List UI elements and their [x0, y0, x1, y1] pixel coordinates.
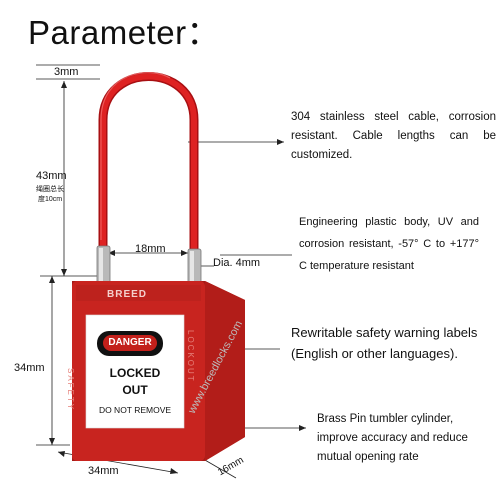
pin-diameter: Dia. 4mm	[213, 257, 261, 269]
shackle-spacing: 18mm	[135, 243, 166, 255]
shackle-note-line1: 绳圈总长	[36, 186, 64, 193]
locked-text: LOCKED	[109, 366, 161, 380]
shackle-height: 43mm	[36, 170, 67, 182]
danger-badge	[103, 335, 157, 351]
side-text-left: SAFETY	[66, 368, 75, 412]
cylinder-note: Brass Pin tumbler cylinder, improve accu…	[317, 413, 468, 463]
cable-note: 304 stainless steel cable, corrosion res…	[291, 111, 496, 161]
body-note: Engineering plastic body, UV and corrosi…	[299, 216, 479, 272]
right-ferrule	[187, 248, 202, 286]
body-width: 34mm	[88, 465, 119, 477]
page-title: Parameter：	[28, 14, 221, 51]
do-not-remove-text: DO NOT REMOVE	[98, 405, 172, 415]
side-text-right: LOCKOUT	[186, 330, 195, 383]
out-text: OUT	[122, 383, 148, 397]
left-ferrule	[96, 245, 111, 285]
cable-diameter: 3mm	[54, 66, 79, 78]
cable-shackle-shadow	[98, 72, 199, 260]
cable-shackle	[100, 73, 197, 258]
body-height: 34mm	[14, 362, 45, 374]
label-note: Rewritable safety warning labels (Englis…	[291, 325, 478, 361]
shackle-note-line2: 度10cm	[38, 196, 63, 203]
brand-mark: BREED	[107, 289, 148, 300]
danger-text: DANGER	[108, 337, 152, 348]
